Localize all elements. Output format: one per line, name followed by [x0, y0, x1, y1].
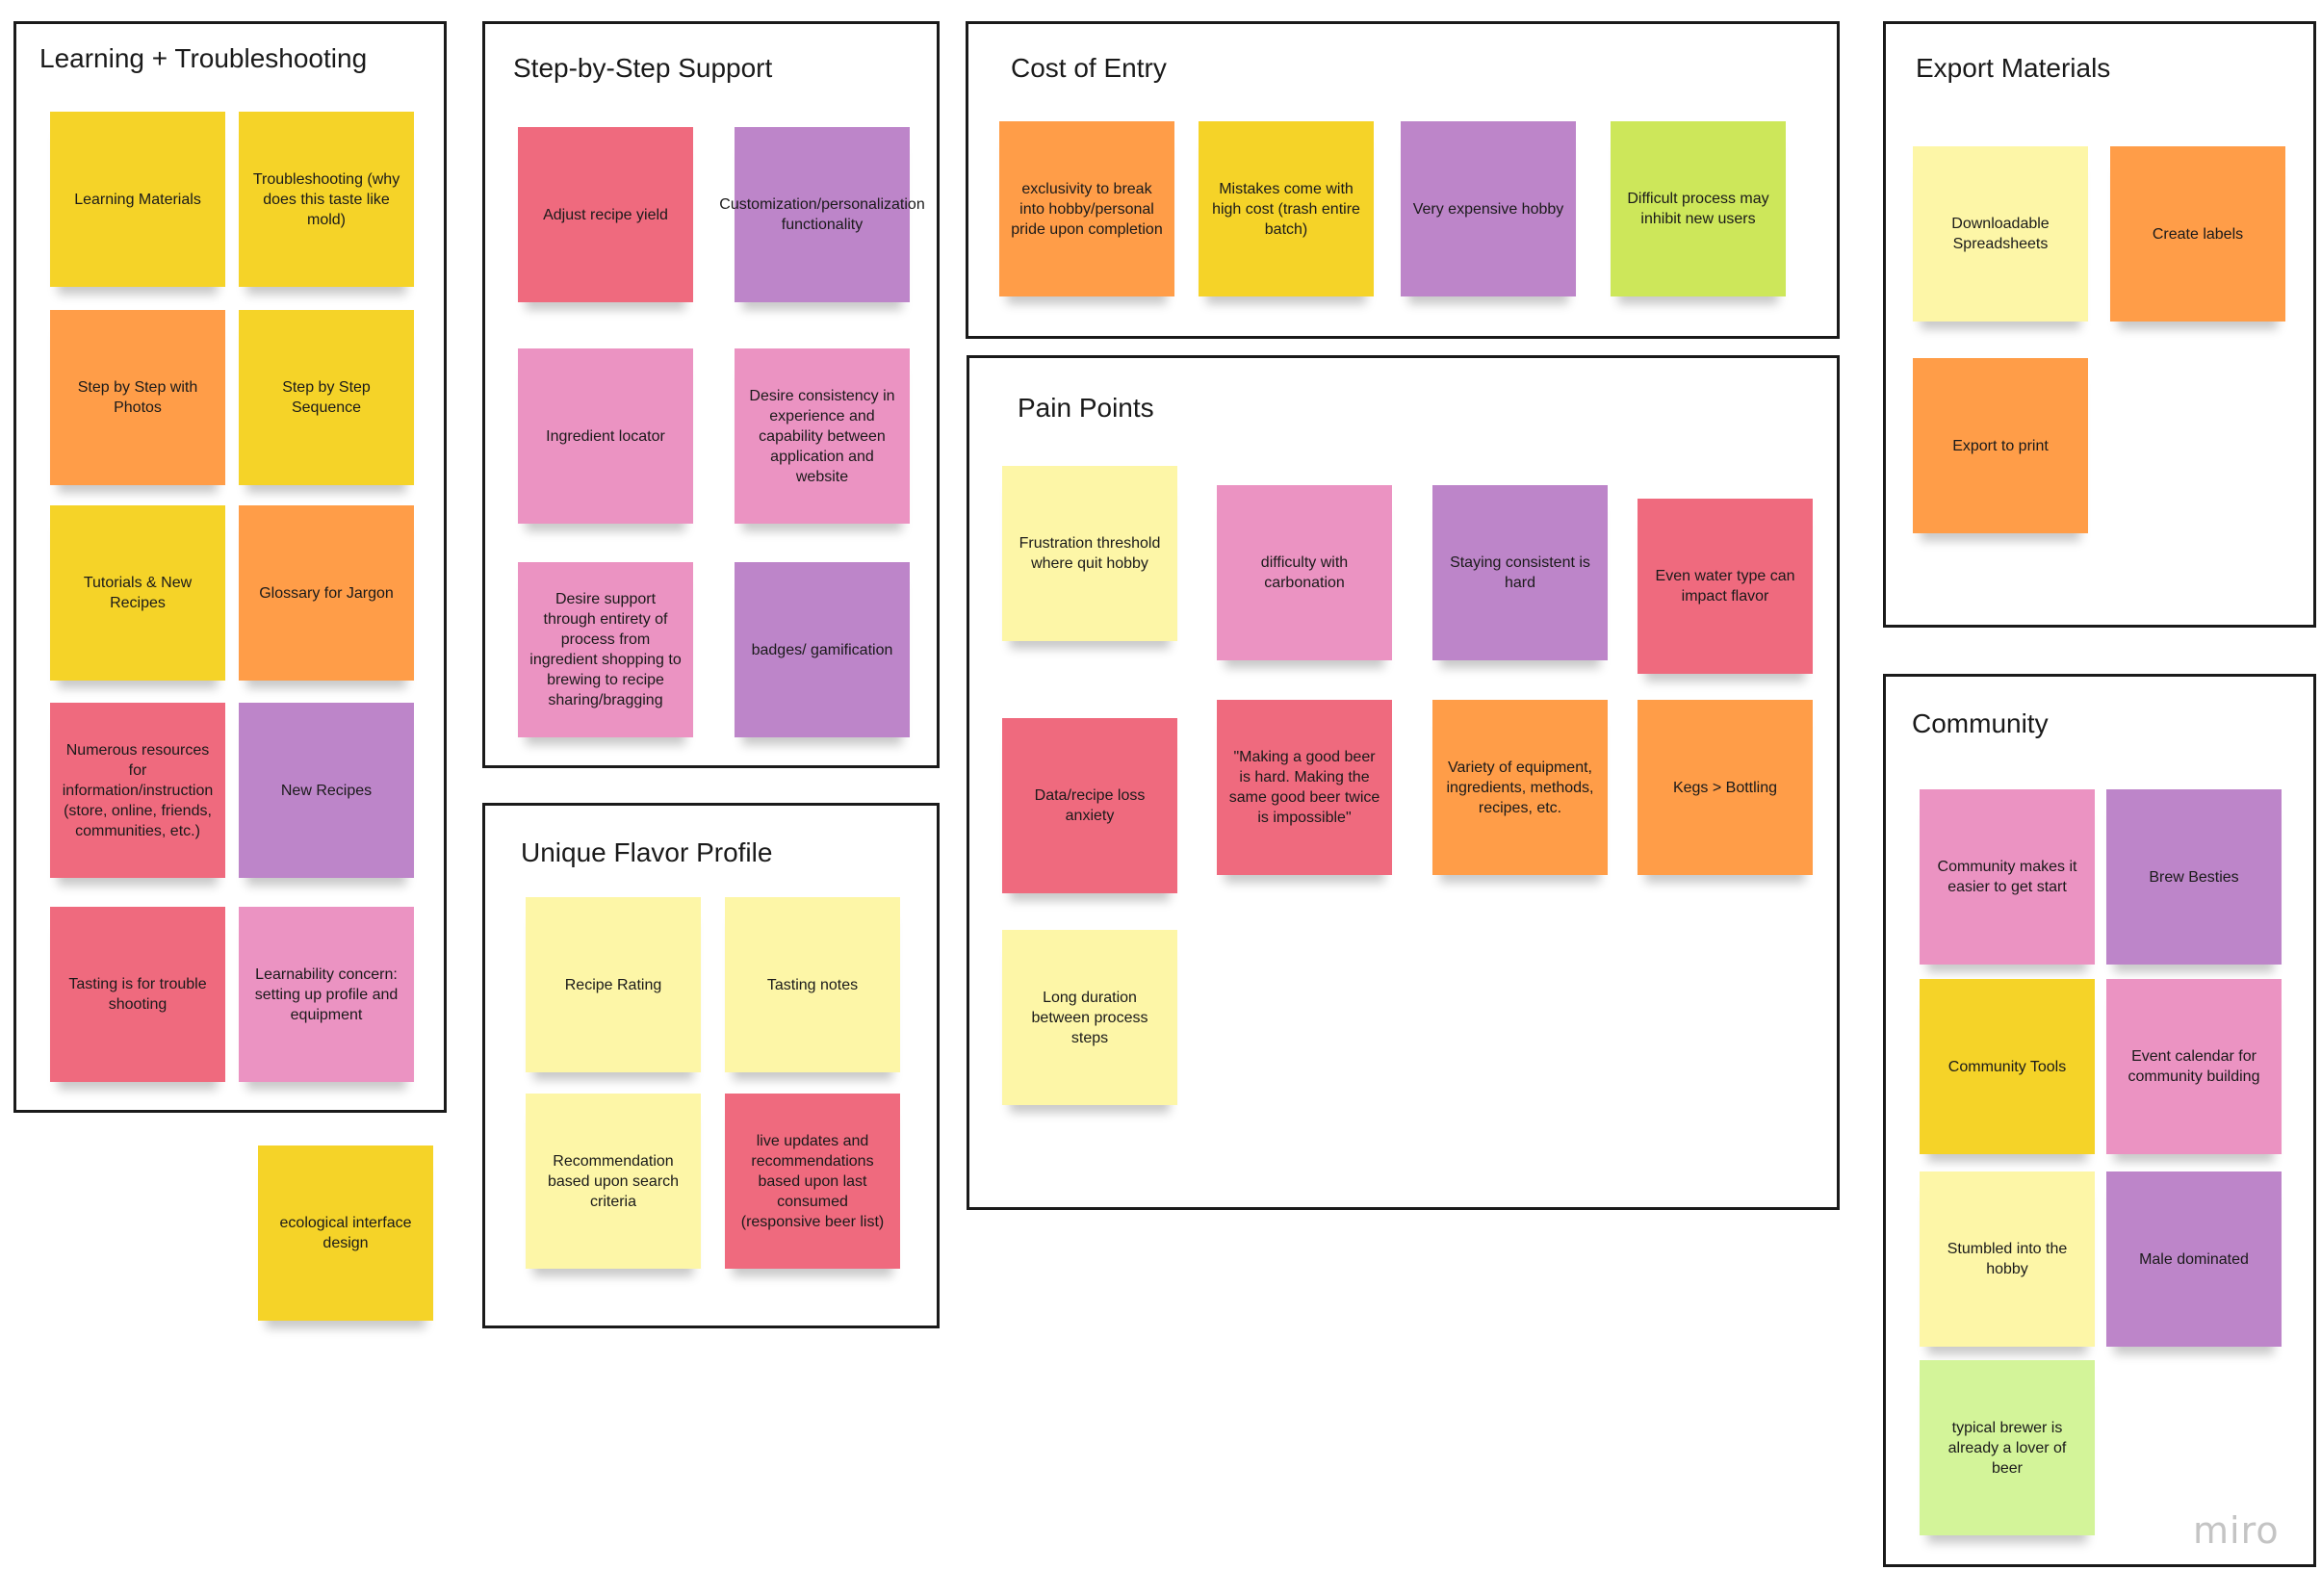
frame-export-materials[interactable]: Export Materials: [1883, 21, 2316, 628]
sticky-note[interactable]: Troubleshooting (why does this taste lik…: [239, 112, 414, 287]
sticky-note[interactable]: Variety of equipment, ingredients, metho…: [1432, 700, 1608, 875]
sticky-note[interactable]: Stumbled into the hobby: [1920, 1171, 2095, 1347]
sticky-note[interactable]: Staying consistent is hard: [1432, 485, 1608, 660]
sticky-note[interactable]: Difficult process may inhibit new users: [1611, 121, 1786, 296]
sticky-note[interactable]: Brew Besties: [2106, 789, 2282, 965]
sticky-note[interactable]: Very expensive hobby: [1401, 121, 1576, 296]
sticky-note[interactable]: Community Tools: [1920, 979, 2095, 1154]
frame-title: Unique Flavor Profile: [521, 837, 773, 867]
sticky-note[interactable]: Data/recipe loss anxiety: [1002, 718, 1177, 893]
sticky-note[interactable]: Export to print: [1913, 358, 2088, 533]
sticky-note[interactable]: exclusivity to break into hobby/personal…: [999, 121, 1174, 296]
sticky-note[interactable]: Tutorials & New Recipes: [50, 505, 225, 681]
sticky-note[interactable]: Step by Step Sequence: [239, 310, 414, 485]
sticky-note[interactable]: Customization/personalization functional…: [719, 127, 925, 302]
sticky-note[interactable]: Create labels: [2110, 146, 2285, 322]
sticky-note[interactable]: "Making a good beer is hard. Making the …: [1217, 700, 1392, 875]
sticky-note[interactable]: Frustration threshold where quit hobby: [1002, 466, 1177, 641]
sticky-note[interactable]: New Recipes: [239, 703, 414, 878]
sticky-note[interactable]: Desire support through entirety of proce…: [518, 562, 693, 737]
sticky-note[interactable]: badges/ gamification: [735, 562, 910, 737]
sticky-note[interactable]: Desire consistency in experience and cap…: [735, 348, 910, 524]
sticky-note[interactable]: Ingredient locator: [518, 348, 693, 524]
sticky-note[interactable]: Glossary for Jargon: [239, 505, 414, 681]
sticky-note[interactable]: Event calendar for community building: [2106, 979, 2282, 1154]
frame-title: Learning + Troubleshooting: [39, 43, 368, 73]
sticky-note[interactable]: typical brewer is already a lover of bee…: [1920, 1360, 2095, 1535]
sticky-note[interactable]: Even water type can impact flavor: [1638, 499, 1813, 674]
sticky-note-loose[interactable]: ecological interface design: [258, 1146, 433, 1321]
sticky-note[interactable]: Mistakes come with high cost (trash enti…: [1199, 121, 1374, 296]
sticky-note[interactable]: Step by Step with Photos: [50, 310, 225, 485]
frame-title: Cost of Entry: [1011, 53, 1167, 83]
frame-title: Pain Points: [1018, 393, 1154, 423]
sticky-note[interactable]: Numerous resources for information/instr…: [50, 703, 225, 878]
sticky-note[interactable]: live updates and recommendations based u…: [725, 1094, 900, 1269]
frame-title: Community: [1912, 708, 2049, 738]
sticky-note[interactable]: Adjust recipe yield: [518, 127, 693, 302]
sticky-note[interactable]: Male dominated: [2106, 1171, 2282, 1347]
sticky-note[interactable]: Tasting is for trouble shooting: [50, 907, 225, 1082]
frame-title: Step-by-Step Support: [513, 53, 773, 83]
sticky-note[interactable]: Learning Materials: [50, 112, 225, 287]
sticky-note[interactable]: Tasting notes: [725, 897, 900, 1072]
sticky-note[interactable]: Downloadable Spreadsheets: [1913, 146, 2088, 322]
frame-title: Export Materials: [1916, 53, 2111, 83]
miro-logo: miro: [2193, 1509, 2280, 1552]
sticky-note[interactable]: Community makes it easier to get start: [1920, 789, 2095, 965]
sticky-note[interactable]: Recipe Rating: [526, 897, 701, 1072]
sticky-note[interactable]: Kegs > Bottling: [1638, 700, 1813, 875]
sticky-note[interactable]: Long duration between process steps: [1002, 930, 1177, 1105]
sticky-note[interactable]: Recommendation based upon search criteri…: [526, 1094, 701, 1269]
sticky-note[interactable]: Learnability concern: setting up profile…: [239, 907, 414, 1082]
sticky-note[interactable]: difficulty with carbonation: [1217, 485, 1392, 660]
